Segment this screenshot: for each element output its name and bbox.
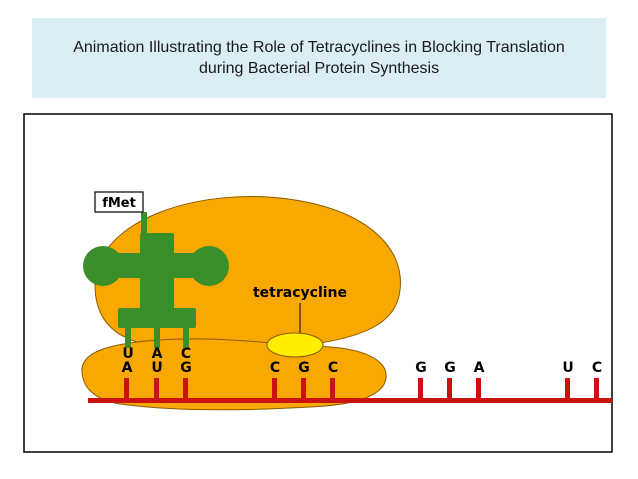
tetracycline-label: tetracycline: [253, 285, 347, 301]
codon-base: G: [415, 360, 427, 376]
codon-base: C: [328, 360, 338, 376]
fmet-label: fMet: [102, 196, 136, 211]
tetracycline-molecule: [267, 333, 323, 357]
codon-base: G: [298, 360, 310, 376]
codon-base: A: [122, 360, 133, 376]
codon-base: C: [592, 360, 602, 376]
codon-base: U: [151, 360, 162, 376]
codon-base: G: [180, 360, 192, 376]
mrna-strand: [88, 398, 612, 403]
codon-base: A: [474, 360, 485, 376]
codon-base: C: [270, 360, 280, 376]
codon-base: U: [562, 360, 573, 376]
codon-base: G: [444, 360, 456, 376]
